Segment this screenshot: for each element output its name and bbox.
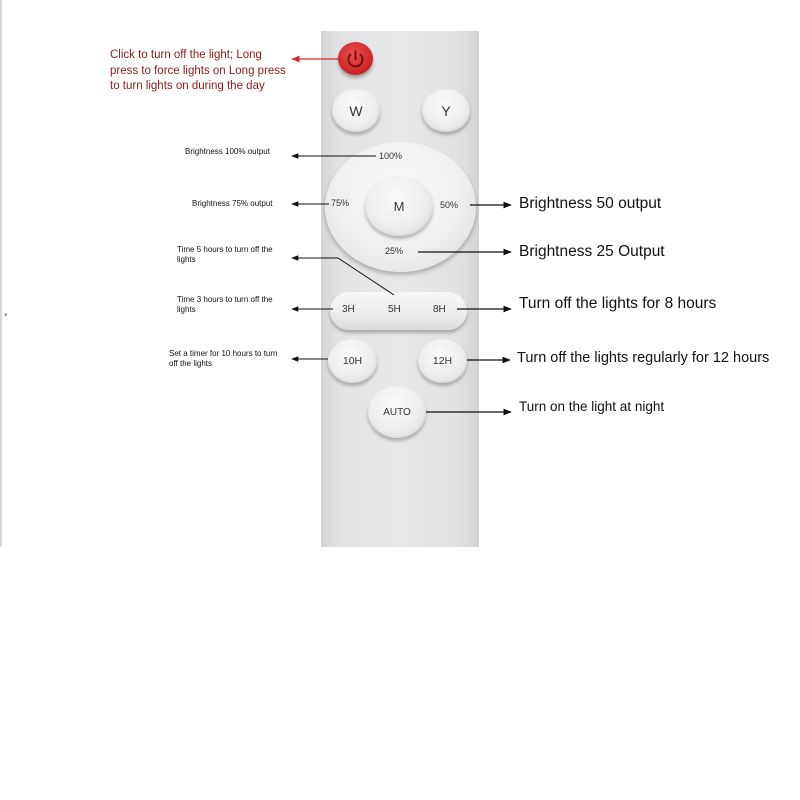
brightness-50-button[interactable]: 50% (440, 200, 459, 210)
w-button[interactable]: W (332, 89, 380, 132)
y-button[interactable]: Y (422, 89, 470, 132)
page-edge-line (0, 0, 2, 547)
mode-button[interactable]: M (365, 176, 433, 236)
timer-3h-button[interactable]: 3H (342, 304, 355, 315)
note-timer-5h: Time 5 hours to turn off the lights (177, 245, 273, 264)
brightness-25-button[interactable]: 25% (385, 246, 404, 256)
brightness-100-button[interactable]: 100% (379, 151, 403, 161)
timer-button-bar (330, 292, 467, 330)
power-button[interactable] (338, 42, 373, 75)
arrow-timer-5h (291, 255, 395, 296)
auto-button[interactable]: AUTO (368, 386, 426, 438)
brightness-75-button[interactable]: 75% (331, 198, 350, 208)
note-timer-12h: Turn off the lights regularly for 12 hou… (517, 350, 770, 366)
timer-8h-button[interactable]: 8H (433, 304, 446, 315)
timer-12h-button[interactable]: 12H (418, 339, 467, 383)
note-brightness-100: Brightness 100% output (185, 147, 270, 156)
power-note: Click to turn off the light; Long press … (110, 49, 286, 92)
power-icon (347, 50, 364, 68)
note-timer-3h: Time 3 hours to turn off the lights (177, 295, 273, 314)
note-brightness-75: Brightness 75% output (192, 199, 273, 208)
scroll-marker-icon: ▾ (4, 312, 8, 319)
timer-10h-button[interactable]: 10H (328, 339, 377, 383)
note-auto: Turn on the light at night (519, 399, 665, 414)
note-brightness-50: Brightness 50 output (519, 195, 662, 212)
timer-5h-button[interactable]: 5H (388, 304, 401, 315)
note-timer-8h: Turn off the lights for 8 hours (519, 295, 717, 312)
note-brightness-25: Brightness 25 Output (519, 243, 665, 260)
note-timer-10h: Set a timer for 10 hours to turn off the… (169, 349, 278, 368)
